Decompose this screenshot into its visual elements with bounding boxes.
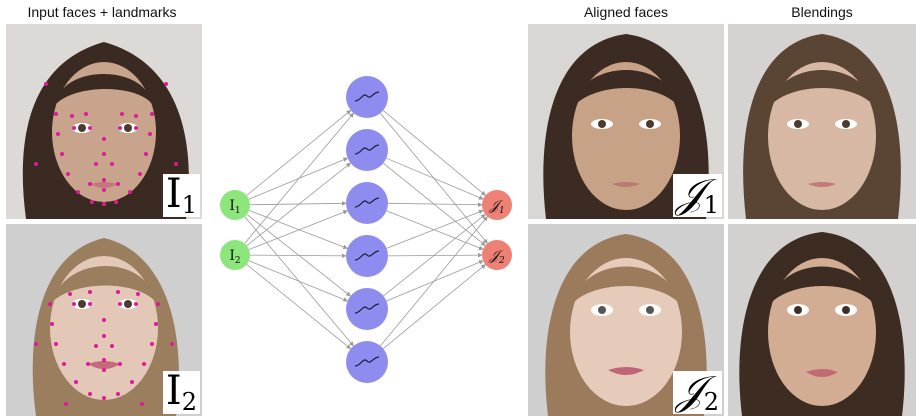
input-node-1-label: I1 — [229, 198, 240, 216]
activation-curve-icon — [354, 91, 380, 102]
network-edge — [246, 109, 352, 196]
activation-curve-icon — [354, 250, 380, 261]
input-faces-title: Input faces + landmarks — [27, 4, 177, 20]
activation-curve-icon — [354, 144, 380, 155]
network-edge — [386, 157, 484, 200]
hidden-node-3 — [346, 182, 388, 224]
aligned-faces-title: Aligned faces — [583, 4, 669, 20]
activation-curve-icon — [354, 356, 380, 367]
network-edge — [387, 252, 483, 258]
network-edge — [249, 253, 347, 259]
output-node-1 — [482, 190, 512, 220]
input-node-2 — [220, 240, 250, 270]
network-edge — [249, 200, 347, 206]
activation-curve-icon — [354, 303, 380, 314]
hidden-node-4 — [346, 235, 388, 277]
aligned-1-label: 𝒥1 — [673, 174, 722, 217]
input-face-1-photo: I1 — [6, 24, 202, 219]
aligned-face-2-photo: 𝒥2 — [528, 224, 724, 416]
activation-curve-icon — [354, 197, 380, 208]
input-1-label: I1 — [162, 174, 200, 217]
network-edge — [386, 209, 484, 249]
output-node-2 — [482, 240, 512, 270]
network-edge — [248, 210, 349, 250]
network-edges — [244, 109, 488, 350]
network-edge — [383, 213, 486, 297]
hidden-node-6 — [346, 341, 388, 383]
aligned-face-1-photo: 𝒥1 — [528, 24, 724, 219]
network-edge — [382, 264, 486, 349]
network-edge — [248, 210, 348, 250]
network-edge — [244, 112, 354, 244]
blending-1-photo — [728, 24, 916, 219]
network-edge — [246, 264, 352, 350]
aligned-2-label: 𝒥2 — [673, 371, 722, 414]
network-edge — [386, 260, 484, 302]
input-node-2-label: I2 — [229, 248, 240, 266]
hidden-node-5 — [346, 288, 388, 330]
network-edge — [248, 260, 349, 302]
hidden-node-1 — [346, 76, 388, 118]
network-edge — [246, 162, 352, 246]
network-edge — [382, 110, 486, 196]
network-edge — [248, 157, 349, 200]
network-edge — [386, 210, 484, 251]
input-face-2-photo: I2 — [6, 224, 202, 416]
blending-2-photo — [728, 224, 916, 416]
network-edge — [380, 216, 488, 347]
network-edge — [387, 202, 483, 208]
hidden-node-2 — [346, 129, 388, 171]
blendings-title: Blendings — [791, 4, 853, 20]
input-2-label: I2 — [162, 371, 200, 414]
input-node-1 — [220, 190, 250, 220]
